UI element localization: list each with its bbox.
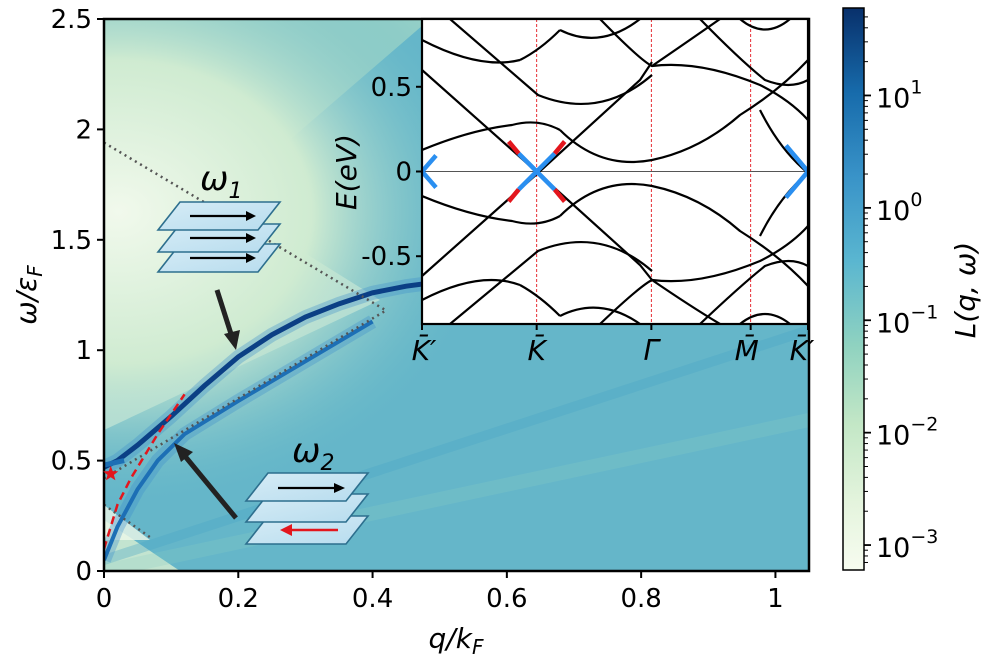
- x-tick-label: 1: [767, 584, 784, 614]
- dirac-cone-highlight-blue: [535, 169, 557, 192]
- y-tick-label: 0: [75, 557, 92, 587]
- band-line: [559, 19, 641, 39]
- main-axis-ticks: 0 0.2 0.4 0.6 0.8 1 0 0.5 1 1.5 2 2.5: [51, 5, 784, 614]
- inset-x-tick-label: K̄′: [412, 333, 437, 367]
- dirac-cone-highlight-blue: [517, 169, 539, 192]
- y-tick-label: 2: [75, 115, 92, 145]
- band-line: [422, 278, 521, 301]
- y-axis-label: ω/εF: [10, 265, 47, 325]
- dirac-cone-highlight-red: [506, 188, 521, 203]
- band-line: [699, 259, 808, 324]
- band-line: [449, 19, 653, 105]
- dirac-cone-highlight-red: [552, 188, 567, 203]
- x-axis-label: q/kF: [429, 622, 484, 659]
- dirac-cone-highlight-red: [552, 140, 567, 155]
- kprime-highlight-right: [784, 144, 808, 199]
- x-tick-label: 0.2: [218, 584, 259, 614]
- colorbar-tick-label: 10−2: [876, 414, 938, 452]
- x-tick-label: 0.6: [486, 584, 527, 614]
- inset-y-tick-label: 0: [395, 158, 412, 188]
- omega2-label: ω2: [292, 431, 334, 476]
- band-line: [739, 19, 791, 31]
- x-tick-label: 0: [96, 584, 113, 614]
- band-line: [422, 61, 653, 277]
- band-line: [599, 19, 808, 121]
- band-line: [559, 182, 808, 287]
- y-tick-label: 2.5: [51, 5, 92, 35]
- colorbar-tick-label: 101: [876, 76, 922, 114]
- band-line: [599, 225, 808, 324]
- inset-x-tick-label: K̄: [527, 333, 548, 367]
- dirac-cone-highlight-red: [506, 140, 521, 155]
- continuum-boundary-1: [104, 141, 387, 312]
- x-tick-label: 0.8: [620, 584, 661, 614]
- band-line: [422, 69, 653, 281]
- band-line: [422, 194, 561, 225]
- inset-y-tick-label: -0.5: [361, 242, 412, 272]
- colorbar: 10−3 10−2 10−1 100 101 L(q, ω): [842, 7, 982, 571]
- x-tick-label: 0.4: [352, 584, 393, 614]
- inset-y-tick-label: 0.5: [371, 73, 412, 103]
- kprime-highlight-left: [422, 154, 438, 189]
- band-line: [559, 59, 808, 164]
- band-line: [651, 19, 721, 67]
- colorbar-label: L(q, ω): [949, 242, 982, 338]
- band-line: [519, 29, 561, 61]
- inset-x-tick-label: K̄′: [790, 333, 815, 367]
- star-marker: [103, 465, 119, 481]
- red-dashed-fit: [104, 393, 186, 550]
- y-tick-label: 1.5: [51, 226, 92, 256]
- band-line: [739, 312, 791, 324]
- band-structure-inset: 0.5 0 -0.5K̄′ K̄ Γ̄ M̄ K̄′ E(eV): [330, 17, 815, 367]
- band-line: [422, 39, 521, 64]
- y-tick-label: 1: [75, 336, 92, 366]
- omega2-layer-illustration: ω2: [174, 431, 370, 545]
- plasmon-mode-2: [104, 319, 374, 561]
- band-line: [422, 121, 561, 152]
- y-tick-label: 0.5: [51, 447, 92, 477]
- colorbar-tick-label: 10−1: [876, 301, 938, 339]
- dirac-cone-highlight-blue: [535, 151, 557, 174]
- band-line: [519, 284, 561, 317]
- band-line: [559, 306, 641, 324]
- band-line: [651, 279, 721, 324]
- colorbar-tick-label: 10−3: [876, 526, 938, 564]
- omega1-layer-illustration: ω1: [156, 159, 282, 350]
- inset-x-tick-label: M̄: [735, 333, 759, 367]
- inset-x-tick-label: Γ̄: [644, 334, 662, 367]
- inset-y-label: E(eV): [330, 134, 363, 210]
- low-q-mode: [104, 458, 125, 468]
- continuum-boundary-2: [104, 309, 387, 480]
- band-line: [449, 241, 653, 324]
- dirac-cone-highlight-blue: [517, 151, 539, 174]
- plasmon-mode-1: [104, 279, 441, 470]
- colorbar-tick-label: 100: [876, 189, 922, 227]
- band-line: [699, 19, 808, 87]
